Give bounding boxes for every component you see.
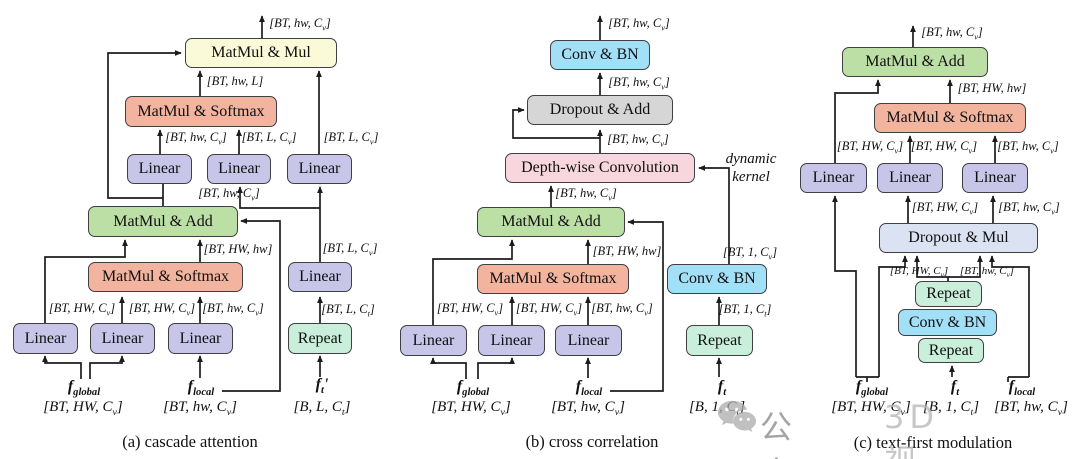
tensor-shape-label: [BT, HW, Cv] <box>431 399 511 418</box>
tensor-shape-label: [BT, HW, Cv] <box>911 200 979 217</box>
box-a-linear-global-2: Linear <box>90 323 155 354</box>
box-b-matmul-add: MatMul & Add <box>477 207 625 237</box>
box-a-repeat: Repeat <box>288 323 352 354</box>
box-c-matmul-softmax: MatMul & Softmax <box>874 103 1026 133</box>
tensor-shape-label: [BT, HW, Cv] <box>889 265 949 280</box>
box-c-matmul-add: MatMul & Add <box>842 47 988 77</box>
box-b-conv-bn-kernel: Conv & BN <box>667 264 767 294</box>
box-b-conv-bn-out: Conv & BN <box>550 40 650 70</box>
box-c-repeat-lower: Repeat <box>918 338 984 363</box>
tensor-shape-label: [BT, HW, Cv] <box>831 399 911 418</box>
input-feature-label: flocal <box>187 378 215 399</box>
tensor-shape-label: [BT, HW, Cv] <box>48 301 116 318</box>
tensor-shape-label: [BT, hw, Cv] <box>269 16 331 33</box>
tensor-shape-label: [BT, hw, Cv] <box>608 75 670 92</box>
tensor-shape-label: [BT, HW, hw] <box>957 81 1027 95</box>
box-b-dropout-add: Dropout & Add <box>527 95 673 125</box>
tensor-shape-label: [B, 1, Ct] <box>688 399 746 418</box>
tensor-shape-label: [BT, hw, Cv] <box>551 399 625 418</box>
tensor-shape-label: [BT, 1, Ct] <box>718 302 772 319</box>
tensor-shape-label: [BT, HW, Cv] <box>910 139 978 156</box>
box-c-linear-global: Linear <box>800 163 867 193</box>
input-feature-label: ft <box>950 378 960 399</box>
tensor-shape-label: [BT, hw, Cv] <box>555 186 617 203</box>
tensor-shape-label: [B, L, Ct] <box>293 399 351 418</box>
tensor-shape-label: [BT, hw, Cv] <box>959 265 1015 280</box>
tensor-shape-label: [BT, hw, Cv] <box>163 399 237 418</box>
input-feature-label: fglobal <box>67 378 101 399</box>
box-c-repeat-upper: Repeat <box>915 281 982 307</box>
tensor-shape-label: [BT, HW, Cv] <box>43 399 123 418</box>
wires-text-first-modulation <box>832 25 1030 382</box>
input-feature-label: fglobal <box>855 378 889 399</box>
diagram-caption-a: (a) cascade attention <box>122 432 258 451</box>
input-feature-label: ft <box>717 378 727 399</box>
input-feature-label: flocal <box>1008 378 1036 399</box>
box-a-linear-text: Linear <box>288 262 352 292</box>
input-feature-label: fglobal <box>456 378 490 399</box>
box-a-matmul-softmax-lower: MatMul & Softmax <box>88 262 243 292</box>
diagram-caption-b: (b) cross correlation <box>525 432 659 451</box>
tensor-shape-label: [B, 1, Ct] <box>922 399 980 418</box>
box-a-linear-local: Linear <box>168 323 233 354</box>
tensor-shape-label: [BT, hw, Cv] <box>994 399 1068 418</box>
box-a-linear-upper-3: Linear <box>287 154 352 184</box>
input-feature-label: ft' <box>315 376 329 397</box>
box-c-dropout-mul: Dropout & Mul <box>879 223 1038 253</box>
tensor-shape-label: [BT, hw, L] <box>206 74 264 88</box>
tensor-shape-label: [BT, hw, Cv] <box>998 200 1060 217</box>
tensor-shape-label: [BT, HW, Cv] <box>128 301 196 318</box>
box-b-repeat: Repeat <box>686 325 753 356</box>
tensor-shape-label: [BT, hw, Cv] <box>608 16 670 33</box>
box-a-linear-upper-1: Linear <box>127 154 192 184</box>
tensor-shape-label: [BT, HW, hw] <box>592 244 662 258</box>
tensor-shape-label: [BT, HW, Cv] <box>836 139 904 156</box>
tensor-shape-label: [BT, L, Ct] <box>321 302 375 319</box>
box-a-matmul-mul: MatMul & Mul <box>185 38 337 68</box>
box-b-linear-local: Linear <box>555 325 622 356</box>
wires-cross-correlation <box>430 15 730 392</box>
diagram-caption-c: (c) text-first modulation <box>853 433 1013 452</box>
box-a-matmul-softmax-upper: MatMul & Softmax <box>125 96 277 127</box>
box-c-conv-bn: Conv & BN <box>898 309 997 336</box>
box-b-depthwise-conv: Depth-wise Convolution <box>505 153 695 183</box>
box-c-linear-q: Linear <box>877 163 943 193</box>
tensor-shape-label: [BT, 1, Cv] <box>722 245 778 262</box>
box-c-linear-k: Linear <box>962 163 1028 193</box>
tensor-shape-label: [BT, hw, Cv] <box>202 301 264 318</box>
tensor-shape-label: [BT, L, Cv] <box>322 241 378 258</box>
tensor-shape-label: [BT, hw, Cv] <box>921 25 983 42</box>
wires-cascade-attention <box>42 15 323 392</box>
box-a-linear-upper-2: Linear <box>207 154 271 184</box>
tensor-shape-label: [BT, hw, Cv] <box>198 186 260 203</box>
annotation-dynamic-kernel: dynamic kernel <box>725 151 777 185</box>
box-b-linear-global-1: Linear <box>400 325 467 356</box>
box-b-linear-global-2: Linear <box>478 325 545 356</box>
box-a-matmul-add: MatMul & Add <box>88 206 238 237</box>
tensor-shape-label: [BT, hw, Cv] <box>165 130 227 147</box>
tensor-shape-label: [BT, L, Cv] <box>241 130 297 147</box>
input-feature-label: flocal <box>575 378 603 399</box>
tensor-shape-label: [BT, HW, Cv] <box>436 301 504 318</box>
box-b-matmul-softmax: MatMul & Softmax <box>477 264 629 294</box>
box-a-linear-global-1: Linear <box>13 323 78 354</box>
tensor-shape-label: [BT, L, Cv] <box>323 130 379 147</box>
tensor-shape-label: [BT, hw, Cv] <box>591 301 653 318</box>
tensor-shape-label: [BT, HW, Cv] <box>515 301 583 318</box>
tensor-shape-label: [BT, HW, hw] <box>203 242 273 256</box>
tensor-shape-label: [BT, hw, Cv] <box>607 132 669 149</box>
tensor-shape-label: [BT, hw, Cv] <box>997 139 1059 156</box>
